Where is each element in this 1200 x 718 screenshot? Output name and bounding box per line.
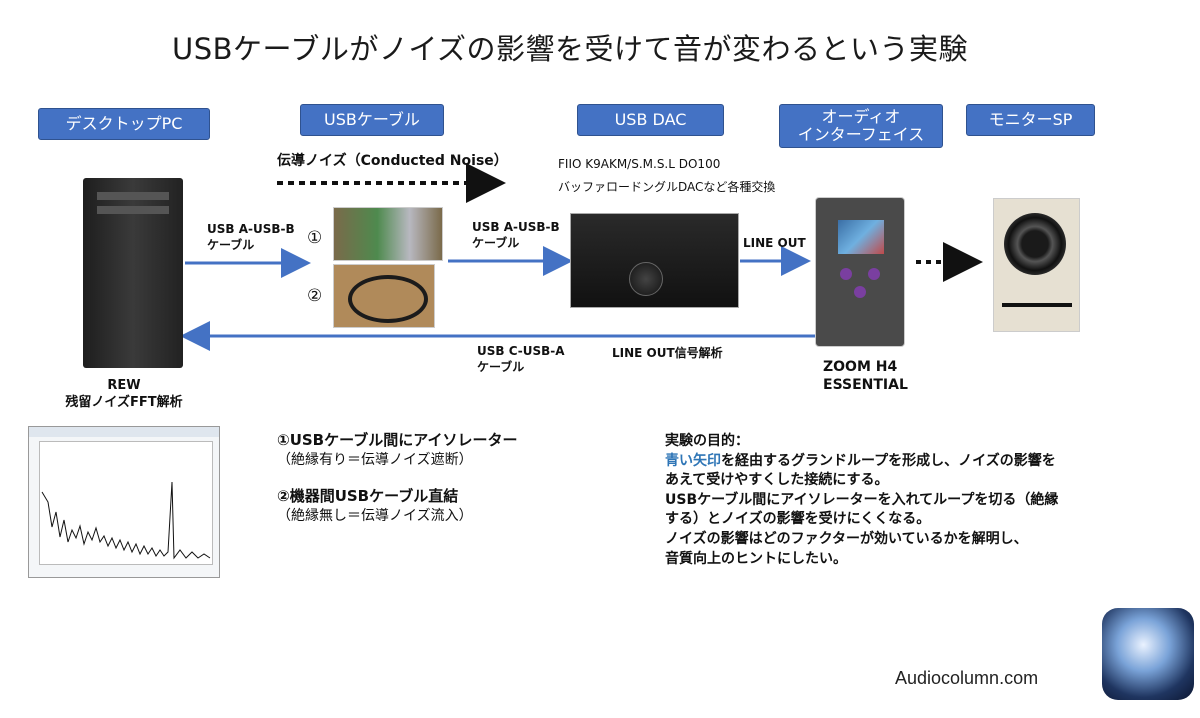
option-two-sub: （絶縁無し＝伝導ノイズ流入） [277, 508, 473, 524]
return-cable-label: USB C-USB-A ケーブル [477, 344, 565, 375]
zoom-h4-image [815, 197, 905, 347]
dac-swap-text: バッファロードングルDACなど各種交換 [558, 180, 776, 194]
box-monitor-sp: モニターSP [966, 104, 1095, 136]
line-out-analysis-label: LINE OUT信号解析 [612, 346, 723, 360]
option-one-title: ①USBケーブル間にアイソレーター [277, 431, 518, 449]
purpose-line4: する）とノイズの影響を受けにくくなる。 [665, 511, 931, 528]
dac-models-text: FIIO K9AKM/S.M.S.L DO100 [558, 157, 721, 171]
option-two-title: ②機器間USBケーブル直結 [277, 487, 459, 505]
zoom-label-line1: ZOOM H4 [823, 359, 898, 375]
dac-cable-label-line2: ケーブル [472, 235, 520, 250]
option-two: ②機器間USBケーブル直結 （絶縁無し＝伝導ノイズ流入） [277, 486, 473, 527]
page-title: USBケーブルがノイズの影響を受けて音が変わるという実験 [172, 32, 968, 66]
purpose-line5: ノイズの影響はどのファクターが効いているかを解明し、 [665, 530, 1028, 547]
isolator-photo [333, 207, 443, 261]
purpose-line1: 青い矢印を経由するグランドループを形成し、ノイズの影響を [665, 452, 1058, 472]
zoom-label: ZOOM H4 ESSENTIAL [823, 358, 908, 394]
box-desktop-pc: デスクトップPC [38, 108, 210, 140]
purpose-line6: 音質向上のヒントにしたい。 [665, 550, 847, 567]
rew-label: REW 残留ノイズFFT解析 [58, 378, 190, 412]
return-cable-label-line2: ケーブル [477, 359, 525, 374]
line-out-label: LINE OUT [743, 236, 806, 250]
dac-cable-label: USB A-USB-B ケーブル [472, 220, 560, 251]
marker-two: ② [307, 286, 323, 306]
dac-cable-label-line1: USB A-USB-B [472, 220, 560, 234]
fft-trace [41, 481, 211, 560]
purpose-line3: USBケーブル間にアイソレーターを入れてループを切る（絶縁 [665, 491, 1059, 508]
pc-cable-label: USB A-USB-B ケーブル [207, 222, 295, 253]
zoom-label-line2: ESSENTIAL [823, 377, 908, 394]
option-one-sub: （絶縁有り＝伝導ノイズ遮断） [277, 452, 473, 468]
experiment-purpose: 実験の目的： 青い矢印を経由するグランドループを形成し、ノイズの影響を あえて受… [665, 432, 1058, 569]
return-cable-label-line1: USB C-USB-A [477, 344, 565, 358]
audio-interface-line2: インターフェイス [797, 125, 925, 144]
rew-fft-screenshot [28, 426, 220, 578]
usb-dac-image [570, 213, 739, 308]
purpose-highlight: 青い矢印 [665, 452, 721, 469]
pc-cable-label-line1: USB A-USB-B [207, 222, 295, 236]
box-usb-dac: USB DAC [577, 104, 724, 136]
conducted-noise-label: 伝導ノイズ（Conducted Noise） [277, 153, 508, 169]
purpose-line2: あえて受けやすくした接続にする。 [665, 472, 889, 489]
purpose-heading: 実験の目的： [665, 433, 749, 449]
desktop-pc-image [83, 178, 183, 368]
usb-cable-photo [333, 264, 435, 328]
option-one: ①USBケーブル間にアイソレーター （絶縁有り＝伝導ノイズ遮断） [277, 430, 517, 471]
site-url: Audiocolumn.com [895, 668, 1039, 688]
monitor-speaker-image [993, 198, 1080, 332]
author-avatar [1102, 608, 1194, 700]
box-usb-cable: USBケーブル [300, 104, 444, 136]
rew-label-line2: 残留ノイズFFT解析 [65, 394, 183, 410]
audio-interface-line1: オーディオ [821, 106, 901, 126]
pc-cable-label-line2: ケーブル [207, 237, 255, 252]
purpose-line1-rest: を経由するグランドループを形成し、ノイズの影響を [721, 452, 1056, 469]
rew-label-line1: REW [107, 378, 141, 393]
marker-one: ① [307, 228, 323, 248]
box-audio-interface: オーディオ インターフェイス [779, 104, 943, 148]
